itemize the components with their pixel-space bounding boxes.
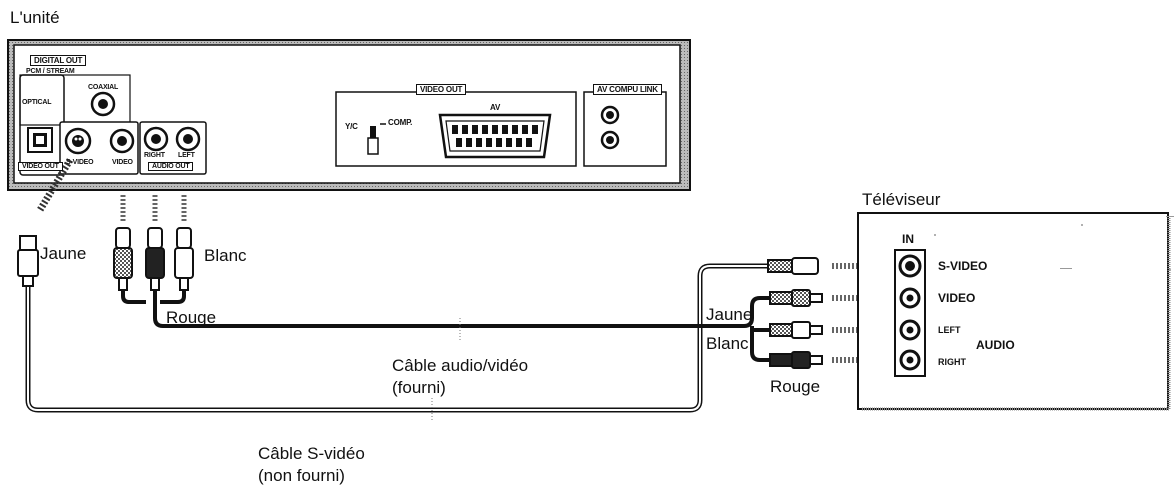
svideo-plug-left xyxy=(17,235,39,287)
pcm-stream-label: PCM / STREAM xyxy=(26,68,75,75)
yc-label: Y/C xyxy=(345,122,358,131)
blanc-label-left: Blanc xyxy=(204,246,247,265)
s-video-label: S-VIDEO xyxy=(66,159,94,166)
jaune-label-left: Jaune xyxy=(40,244,87,263)
audio-out-label: AUDIO OUT xyxy=(148,162,194,171)
decorative-dots xyxy=(934,216,1174,271)
tv-left-label: LEFT xyxy=(938,325,961,335)
jaune-label-right: Jaune xyxy=(706,305,753,324)
svideo-cable-label-line2: (non fourni) xyxy=(258,466,345,485)
av-label: AV xyxy=(490,103,501,112)
video-out-small-label: VIDEO OUT xyxy=(18,162,63,171)
unit-to-plug-lines xyxy=(120,195,187,222)
optical-label: OPTICAL xyxy=(22,99,52,106)
tv-in-label: IN xyxy=(902,232,914,246)
rca-plugs-left xyxy=(113,227,194,291)
video-label: VIDEO xyxy=(112,159,133,166)
video-out-label: VIDEO OUT xyxy=(416,84,467,95)
av-compu-link-label: AV COMPU LINK xyxy=(593,84,662,95)
tv-video-label: VIDEO xyxy=(938,291,976,305)
blanc-label-right: Blanc xyxy=(706,334,749,353)
coaxial-label: COAXIAL xyxy=(88,84,119,91)
av-cable xyxy=(121,290,770,362)
digital-out-label: DIGITAL OUT xyxy=(30,55,87,66)
tv-panel xyxy=(857,212,1171,411)
unit-rear-panel xyxy=(7,39,691,191)
av-cable-label-line1: Câble audio/vidéo xyxy=(392,356,529,375)
left-label: LEFT xyxy=(178,152,195,159)
rouge-label-right: Rouge xyxy=(770,377,821,396)
tv-title: Téléviseur xyxy=(862,190,941,209)
tv-side-plugs xyxy=(767,257,823,369)
tv-right-label: RIGHT xyxy=(938,357,966,367)
comp-label: COMP. xyxy=(388,118,413,127)
tv-audio-label: AUDIO xyxy=(976,338,1015,352)
rouge-label-left: Rouge xyxy=(166,308,217,327)
svideo-cable xyxy=(25,158,768,422)
unit-title: L'unité xyxy=(10,8,60,27)
tv-s-video-label: S-VIDEO xyxy=(938,259,988,273)
svideo-cable-label-line1: Câble S-vidéo xyxy=(258,444,365,463)
av-cable-label-line2: (fourni) xyxy=(392,378,446,397)
right-label: RIGHT xyxy=(144,152,165,159)
